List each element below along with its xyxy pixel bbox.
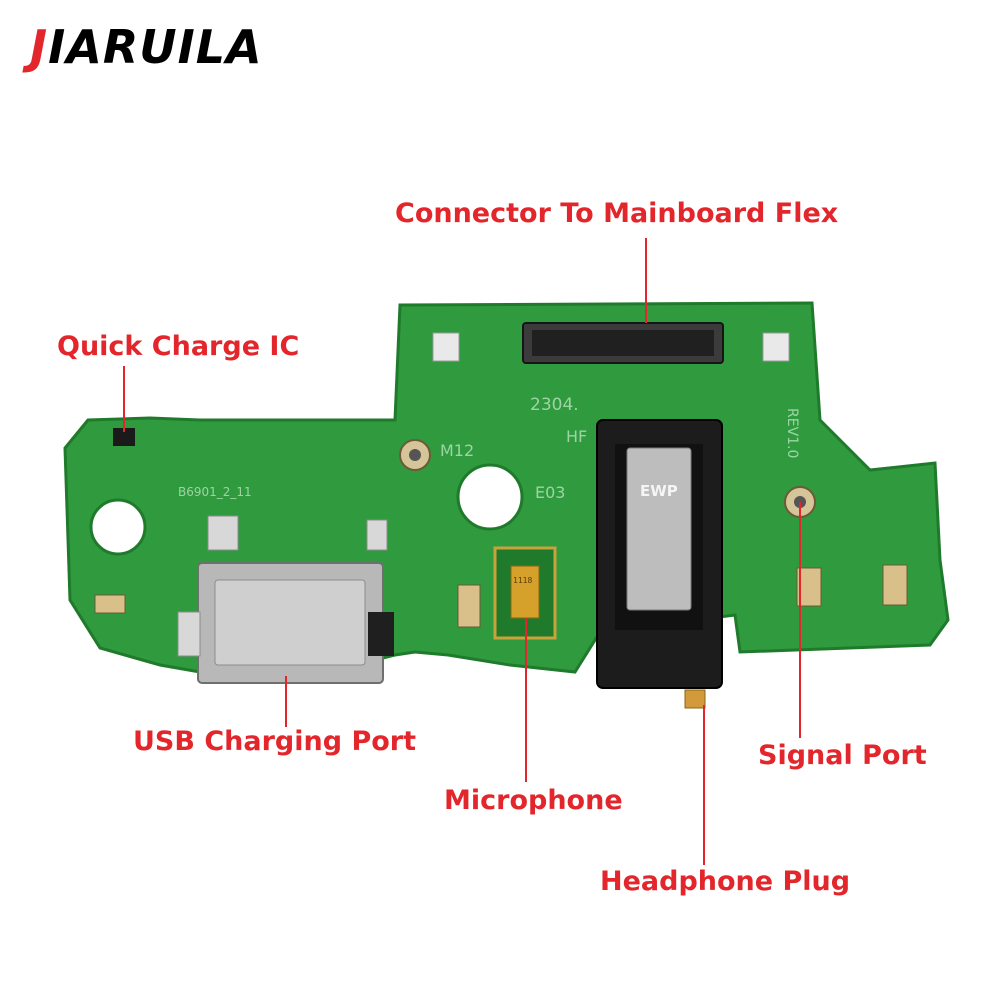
spring-contact-2 (882, 564, 908, 606)
spring-contact-4 (94, 594, 126, 614)
usb-tab-left (177, 611, 201, 657)
silk-rev: REV1.0 (784, 408, 800, 458)
label-usb: USB Charging Port (133, 726, 417, 757)
silk-hf: HF (566, 427, 587, 446)
usb-pad-top-left (207, 515, 239, 551)
silk-date-code: 2304. (530, 395, 579, 415)
label-microphone: Microphone (444, 785, 623, 816)
connector-pins (532, 330, 714, 356)
logo-letter-j: J (30, 20, 49, 74)
corner-pad-right (762, 332, 790, 362)
usb-port-shell (214, 579, 366, 666)
quick-charge-chip (113, 428, 135, 446)
silk-part-no: B6901_2_11 (178, 485, 252, 499)
silk-m12: M12 (440, 441, 474, 460)
corner-pad-left (432, 332, 460, 362)
usb-tab-right (368, 612, 394, 656)
logo-letters: IARUILA (48, 20, 263, 74)
usb-pad-top-right (366, 519, 388, 551)
silk-e03: E03 (535, 483, 565, 502)
brand-logo: JIARUILA (30, 20, 263, 74)
microphone-chip (510, 565, 540, 619)
mic-marking: 1118 (513, 576, 532, 585)
spring-contact-3 (457, 584, 481, 628)
mounting-hole-center (456, 463, 524, 531)
headphone-jack-pin (684, 689, 706, 709)
leader-lines (123, 238, 801, 865)
label-connector: Connector To Mainboard Flex (395, 198, 839, 229)
headphone-jack-shield (626, 447, 692, 611)
label-signal: Signal Port (758, 740, 927, 771)
label-headphone: Headphone Plug (600, 866, 851, 897)
mounting-hole-left (89, 498, 147, 556)
jack-marking: EWP (640, 482, 678, 500)
secondary-coax-center (409, 449, 421, 461)
label-quick-charge: Quick Charge IC (57, 331, 300, 362)
